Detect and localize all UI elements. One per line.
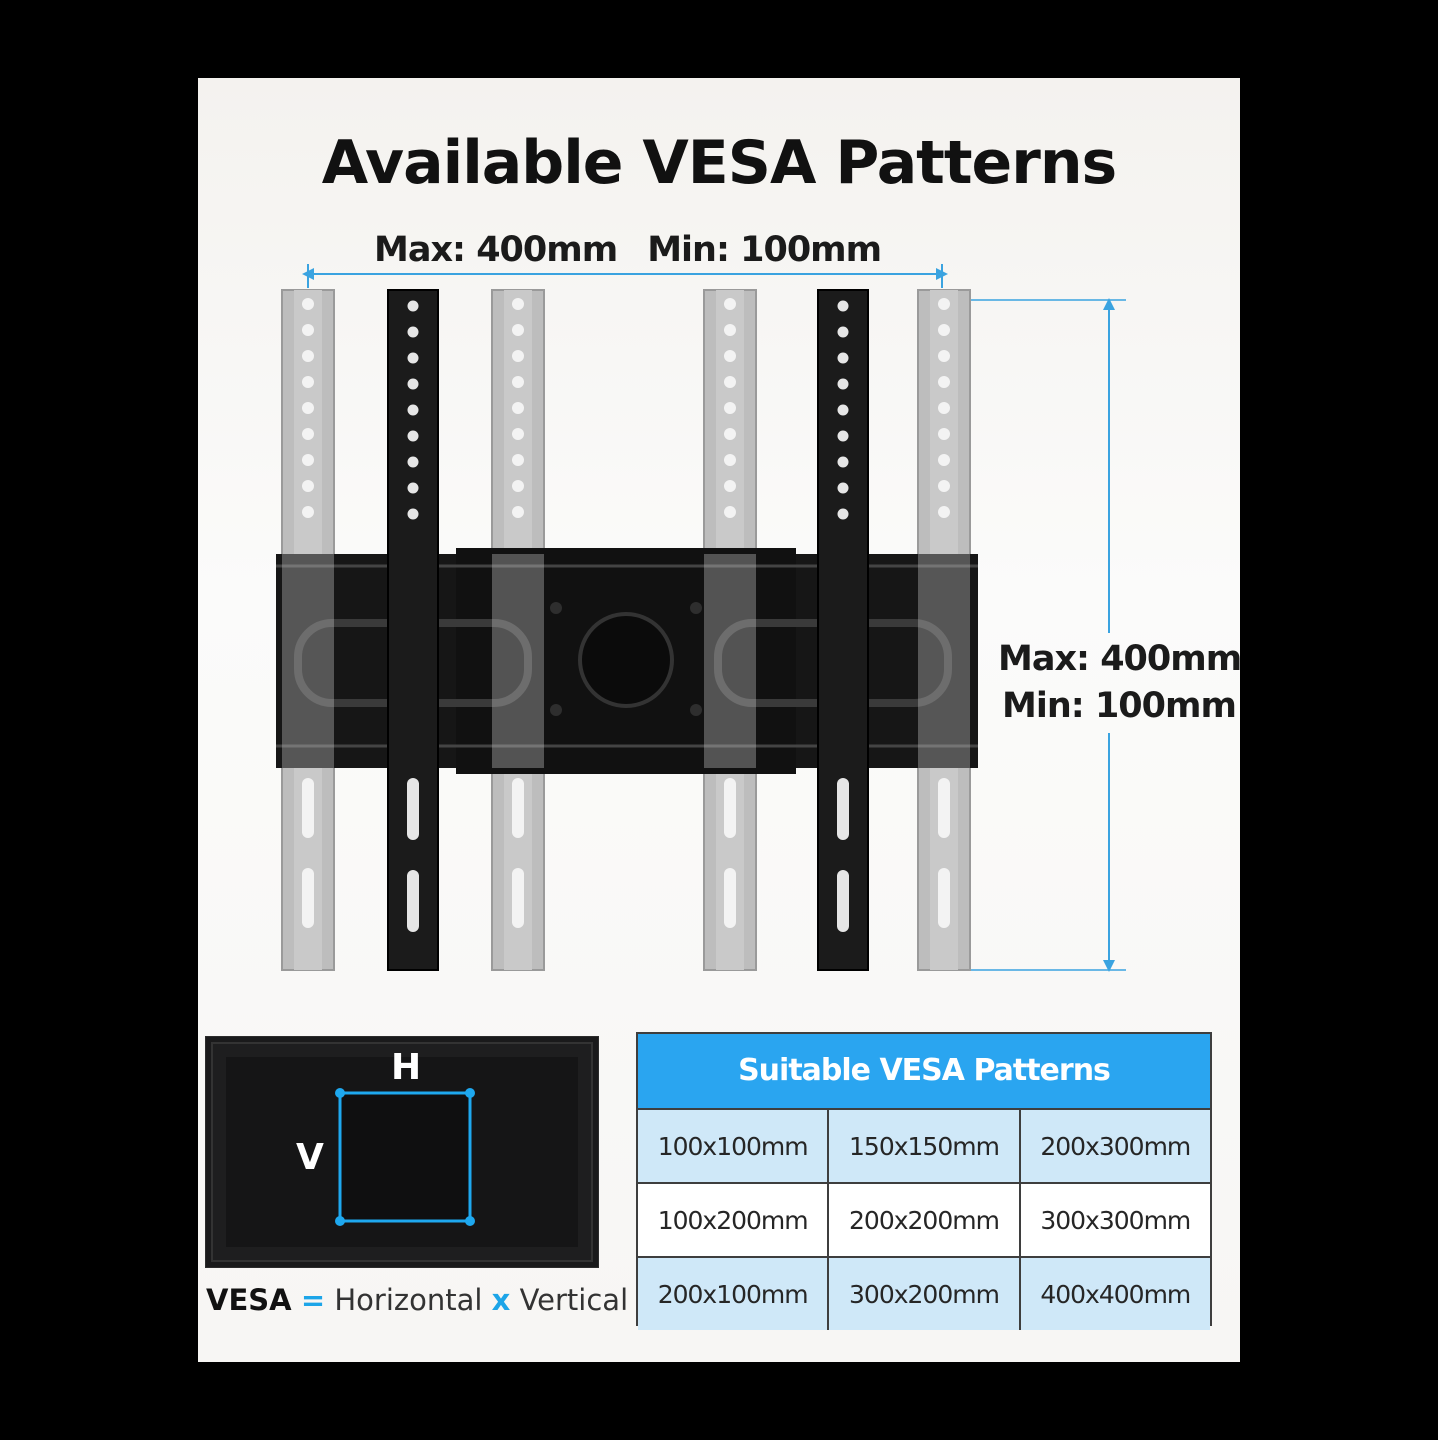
vertical-label: V (296, 1137, 324, 1178)
table-cell: 300x300mm (1018, 1184, 1210, 1256)
vertical-min: Min: 100mm (1002, 686, 1237, 726)
table-row: 100x200mm 200x200mm 300x300mm (638, 1182, 1210, 1256)
table-cell: 100x100mm (657, 1131, 809, 1161)
table-cell: 150x150mm (827, 1110, 1018, 1182)
table-row: 200x100mm 300x200mm 400x400mm (638, 1256, 1210, 1330)
horizontal-dimension-label: Max: 400mm Min: 100mm (374, 230, 884, 270)
wall-plate (276, 548, 978, 774)
product-panel: Available VESA Patterns Max: 400mm Min: … (198, 78, 1240, 1362)
suitable-vesa-table: Suitable VESA Patterns 100x100mm 150x150… (636, 1032, 1212, 1330)
table-cell: 200x200mm (827, 1184, 1018, 1256)
formula-times: x (491, 1283, 511, 1317)
vertical-dimension-label: Max: 400mm Min: 100mm (998, 636, 1240, 730)
dark-bracket-right (817, 289, 869, 971)
formula-horizontal: Horizontal (334, 1283, 483, 1317)
formula-equals: = (300, 1283, 326, 1317)
vesa-rectangle (211, 1042, 593, 1262)
dark-bracket-left (387, 289, 439, 971)
table-cell: 200x300mm (1018, 1110, 1210, 1182)
table-row: 100x100mm 150x150mm 200x300mm (638, 1108, 1210, 1182)
page-title: Available VESA Patterns (321, 128, 1118, 198)
table-cell: 100x200mm (657, 1205, 809, 1235)
wall-mount-illustration (276, 264, 1126, 972)
horizontal-min: Min: 100mm (647, 230, 882, 270)
formula-vertical: Vertical (519, 1283, 629, 1317)
table-title: Suitable VESA Patterns (638, 1034, 1210, 1108)
light-bracket-overlay (282, 554, 970, 768)
vertical-max: Max: 400mm (998, 639, 1240, 679)
formula-vesa: VESA (206, 1283, 292, 1317)
tv-back-diagram: H V (205, 1036, 599, 1268)
table-cell: 400x400mm (1018, 1258, 1210, 1330)
table-cell: 300x200mm (827, 1258, 1018, 1330)
table-cell: 200x100mm (657, 1279, 809, 1309)
horizontal-label: H (391, 1047, 422, 1088)
light-bracket-holes (302, 298, 950, 928)
horizontal-max: Max: 400mm (374, 230, 618, 270)
vesa-formula: VESA = Horizontal x Vertical (206, 1283, 628, 1317)
